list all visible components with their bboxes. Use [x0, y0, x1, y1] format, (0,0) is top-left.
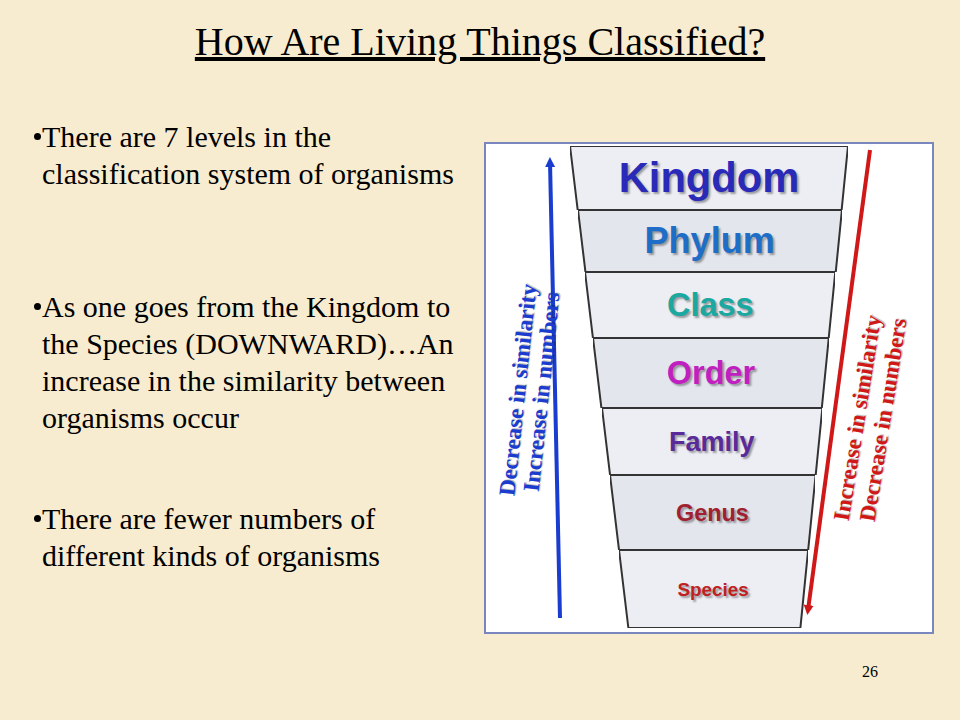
- rank-label: Genus: [610, 498, 816, 528]
- rank-label: Class: [585, 285, 835, 325]
- taxonomy-band: Genus: [610, 475, 816, 550]
- bullet-text: There are 7 levels in the classification…: [42, 120, 454, 190]
- taxonomy-band: Order: [593, 338, 829, 408]
- rank-label: Kingdom: [570, 153, 848, 203]
- rank-label: Family: [602, 425, 822, 459]
- page-number: 26: [862, 663, 878, 681]
- taxonomy-band: Species: [619, 550, 808, 628]
- bullet-item: There are 7 levels in the classification…: [42, 118, 462, 192]
- taxonomy-band: Phylum: [578, 210, 842, 272]
- bullet-item: As one goes from the Kingdom to the Spec…: [42, 288, 462, 436]
- rank-label: Species: [619, 577, 808, 602]
- bullet-text: There are fewer numbers of different kin…: [42, 502, 380, 572]
- rank-label: Order: [593, 353, 829, 393]
- slide-title: How Are Living Things Classified?: [0, 18, 960, 65]
- rank-label: Phylum: [578, 219, 842, 263]
- bullet-item: There are fewer numbers of different kin…: [42, 500, 462, 574]
- bullet-dot: [34, 303, 41, 310]
- taxonomy-band: Family: [602, 408, 822, 475]
- taxonomy-band: Kingdom: [570, 146, 848, 210]
- taxonomy-band: Class: [585, 272, 835, 338]
- bullet-dot: [34, 515, 41, 522]
- bullet-dot: [34, 133, 41, 140]
- bullet-text: As one goes from the Kingdom to the Spec…: [42, 290, 454, 434]
